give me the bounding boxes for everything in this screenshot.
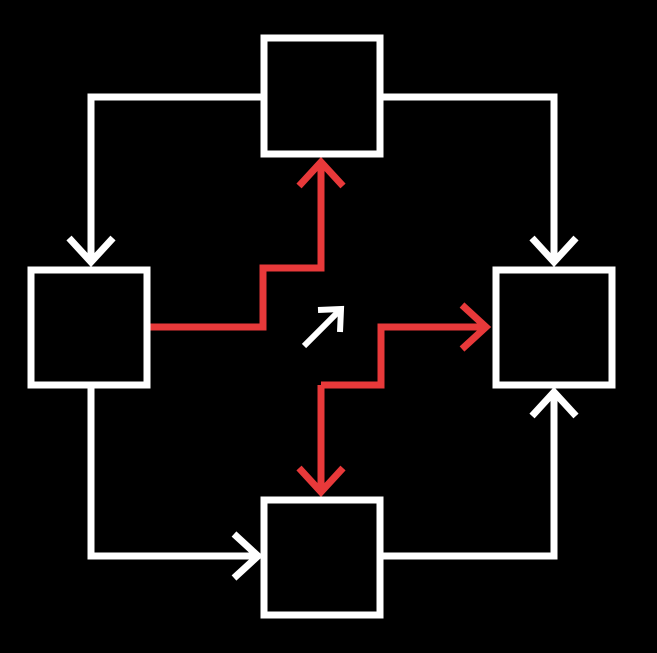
arrowhead-right-right <box>459 302 492 352</box>
arrowhead-down-left <box>66 235 116 268</box>
node-bottom <box>260 496 384 619</box>
edge-center-to-right <box>321 323 486 389</box>
arrow-up-right-icon <box>301 305 345 349</box>
arrowhead-down-bottom <box>296 465 346 498</box>
edge-bottom-to-right <box>380 392 558 560</box>
node-right <box>492 266 616 389</box>
edge-left-to-top <box>148 162 325 331</box>
arrowhead-down-right <box>529 235 579 268</box>
edge-top-to-left <box>87 93 264 262</box>
node-left <box>27 266 151 389</box>
highlight-connectors <box>148 156 492 498</box>
arrowhead-right-bottom <box>231 531 264 581</box>
nodes <box>27 34 616 619</box>
node-top <box>260 34 384 158</box>
edge-top-to-right <box>380 93 558 262</box>
arrowhead-up-right <box>529 386 579 419</box>
edge-left-to-bottom <box>87 385 258 560</box>
outline-connectors <box>66 93 579 581</box>
arrowhead-up-top <box>296 156 346 189</box>
